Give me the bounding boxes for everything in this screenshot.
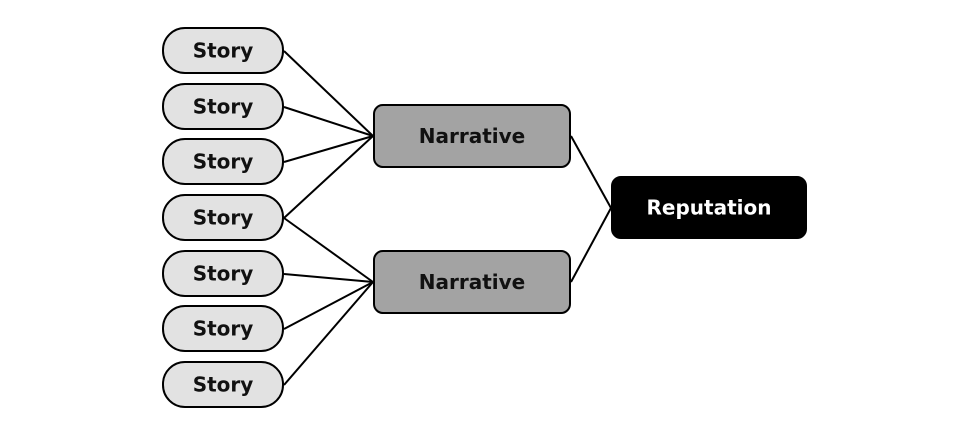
story-label: Story [193,317,254,341]
story-node: Story [162,305,284,352]
narrative-label: Narrative [419,124,525,148]
story-narrative-connector [283,281,374,386]
story-label: Story [193,95,254,119]
story-label: Story [193,262,254,286]
story-node: Story [162,27,284,74]
story-node: Story [162,361,284,408]
reputation-node: Reputation [611,176,807,239]
narrative-reputation-connector [570,207,612,283]
narrative-node: Narrative [373,250,571,314]
story-narrative-connector [283,106,374,137]
narrative-reputation-connector [570,135,612,209]
story-node: Story [162,83,284,130]
story-narrative-connector [283,135,374,219]
story-node: Story [162,138,284,185]
narrative-node: Narrative [373,104,571,168]
story-label: Story [193,206,254,230]
story-node: Story [162,250,284,297]
narrative-label: Narrative [419,270,525,294]
story-label: Story [193,150,254,174]
story-label: Story [193,373,254,397]
story-narrative-connector [283,273,374,283]
story-narrative-connector [283,217,374,283]
reputation-label: Reputation [647,196,772,220]
story-narrative-connector [283,50,374,137]
story-narrative-connector [283,281,374,330]
story-narrative-connector [283,135,374,163]
connector-lines [283,50,612,386]
story-label: Story [193,39,254,63]
story-node: Story [162,194,284,241]
